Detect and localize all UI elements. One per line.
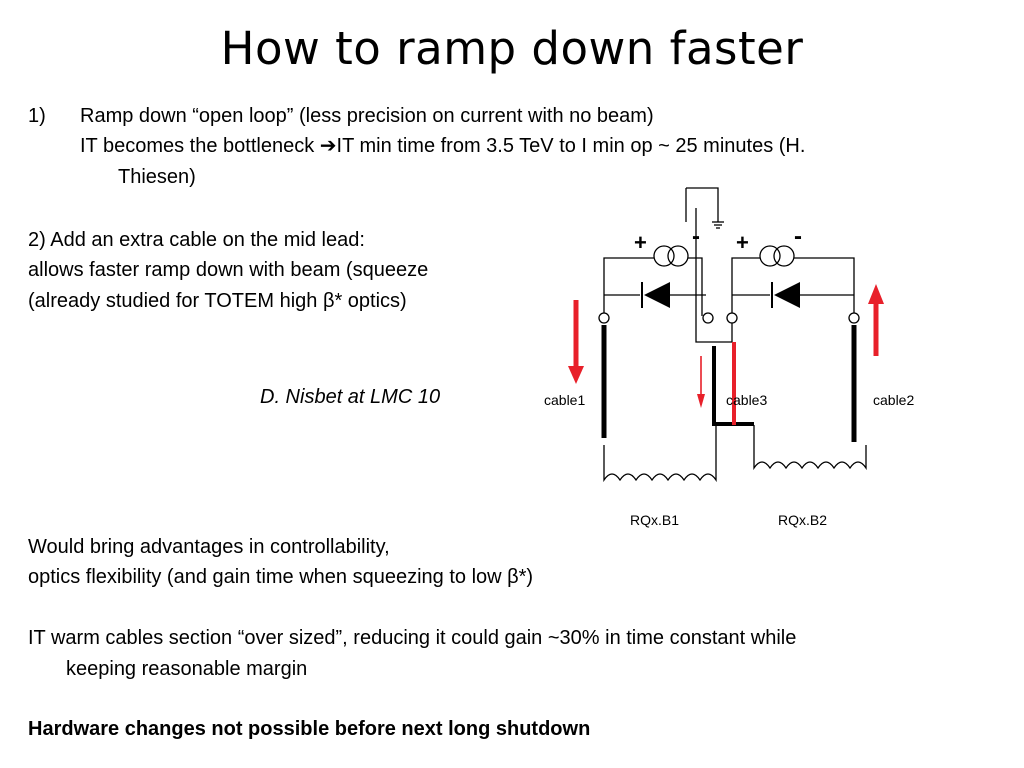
terminal-right <box>848 312 860 324</box>
terminal-mid-right <box>726 312 738 324</box>
cable2-label: cable2 <box>873 392 914 408</box>
terminal-mid-left <box>702 312 714 324</box>
ground-wire <box>686 187 719 222</box>
cable3-line <box>712 346 754 426</box>
warm-cables-line1: IT warm cables section “over sized”, red… <box>28 627 797 649</box>
cable3-label: cable3 <box>726 392 767 408</box>
right-upper-wire-right <box>794 257 855 316</box>
minus-left: - <box>692 223 700 250</box>
left-current-source-b <box>667 245 689 267</box>
left-upper-wire-right <box>688 257 703 316</box>
advantages-line1: Would bring advantages in controllabilit… <box>28 536 390 558</box>
right-current-source-a <box>759 245 781 267</box>
item1-sub-after: IT min time from 3.5 TeV to I min op ~ 2… <box>336 135 806 157</box>
item2-line1: 2) Add an extra cable on the mid lead: <box>28 229 365 251</box>
item2-line2: allows faster ramp down with beam (squee… <box>28 259 429 281</box>
arrow-right-icon: ➔ <box>319 135 337 157</box>
ground-icon <box>712 221 724 229</box>
attribution: D. Nisbet at LMC 10 <box>260 386 441 408</box>
advantages-line2: optics flexibility (and gain time when s… <box>28 566 534 588</box>
item1-number: 1) <box>28 105 46 127</box>
magnet-b2-label: RQx.B2 <box>778 512 827 528</box>
mid-lead <box>695 208 733 343</box>
left-upper-wire <box>603 257 654 316</box>
left-current-source-a <box>653 245 675 267</box>
item1-sub-line2: Thiesen) <box>118 166 196 188</box>
plus-right: + <box>736 230 749 255</box>
magnet-b2-coil <box>753 425 867 471</box>
minus-right: - <box>794 223 802 250</box>
cable2-arrow-up-icon <box>868 284 884 356</box>
cable1-label: cable1 <box>544 392 585 408</box>
left-diode-icon <box>641 282 670 308</box>
item1-text: Ramp down “open loop” (less precision on… <box>80 105 654 127</box>
warm-cables-line2: keeping reasonable margin <box>66 658 308 680</box>
item2-line3: (already studied for TOTEM high β* optic… <box>28 290 407 312</box>
slide-title: How to ramp down faster <box>220 22 804 75</box>
item1-sub-line1: IT becomes the bottleneck ➔IT min time f… <box>80 134 805 158</box>
right-diode-icon <box>771 282 800 308</box>
circuit-diagram: + - + - cable1 cable3 cable2 RQx.B1 RQx.… <box>544 187 914 528</box>
plus-left: + <box>634 230 647 255</box>
magnet-b1-label: RQx.B1 <box>630 512 679 528</box>
magnet-b1-coil <box>603 425 717 483</box>
right-upper-wire <box>731 257 760 316</box>
right-current-source-b <box>773 245 795 267</box>
conclusion: Hardware changes not possible before nex… <box>28 718 591 740</box>
terminal-left <box>598 312 610 324</box>
cable3-arrow-down-icon <box>697 356 705 408</box>
cable1-arrow-down-icon <box>568 300 584 384</box>
item1-sub-before: IT becomes the bottleneck <box>80 135 320 157</box>
